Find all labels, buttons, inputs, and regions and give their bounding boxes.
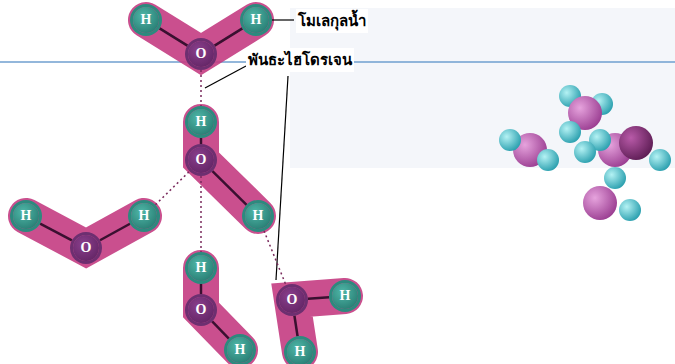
hydrogen-atom: H xyxy=(332,283,358,309)
atom-symbol: H xyxy=(196,114,207,130)
hydrogen-bond xyxy=(201,176,202,252)
atom-symbol: H xyxy=(295,344,306,360)
atom-symbol: H xyxy=(340,288,351,304)
hydrogen-atom: H xyxy=(287,339,313,364)
callout-label: พันธะไฮโดรเจน xyxy=(246,48,354,72)
atom-symbol: H xyxy=(251,12,262,28)
hydrogen-atom: H xyxy=(133,7,159,33)
hydrogen-bond xyxy=(155,171,189,205)
oxygen-atom: O xyxy=(73,235,99,261)
covalent-bond xyxy=(100,224,130,241)
hydrogen-atom: H xyxy=(13,203,39,229)
callout-label: โมเลกุลน้ำ xyxy=(296,9,368,33)
covalent-bond xyxy=(308,297,329,299)
oxygen-atom: O xyxy=(188,147,214,173)
covalent-bond xyxy=(201,138,202,144)
leader-line xyxy=(272,19,294,20)
covalent-bond xyxy=(160,28,188,45)
covalent-bond xyxy=(201,284,202,294)
atom-symbol: O xyxy=(196,302,207,318)
leader-line xyxy=(205,66,246,88)
covalent-bond xyxy=(215,28,243,45)
oxygen-atom: O xyxy=(188,41,214,67)
hydrogen-atom: H xyxy=(245,203,271,229)
oxygen-atom: O xyxy=(188,297,214,323)
atom-symbol: O xyxy=(196,152,207,168)
atom-symbol: O xyxy=(81,240,92,256)
atom-symbol: O xyxy=(287,292,298,308)
atom-symbol: H xyxy=(235,342,246,358)
hydrogen-atom: H xyxy=(188,109,214,135)
covalent-bond xyxy=(212,171,246,205)
hydrogen-bond xyxy=(201,70,202,106)
hydrogen-atom: H xyxy=(243,7,269,33)
hydrogen-atom: H xyxy=(131,203,157,229)
covalent-bond xyxy=(294,316,297,336)
covalent-bond xyxy=(40,224,72,241)
hydrogen-bond xyxy=(264,231,286,285)
atom-symbol: O xyxy=(196,46,207,62)
leader-line xyxy=(276,76,288,280)
hydrogen-atom: H xyxy=(188,255,214,281)
atom-symbol: H xyxy=(196,260,207,276)
covalent-bond xyxy=(212,321,229,338)
oxygen-atom: O xyxy=(279,287,305,313)
atom-symbol: H xyxy=(21,208,32,224)
ball-model xyxy=(499,85,671,221)
atom-symbol: H xyxy=(253,208,264,224)
hydrogen-atom: H xyxy=(227,337,253,363)
atom-symbol: H xyxy=(139,208,150,224)
atom-symbol: H xyxy=(141,12,152,28)
faded-text-panel xyxy=(290,8,675,168)
